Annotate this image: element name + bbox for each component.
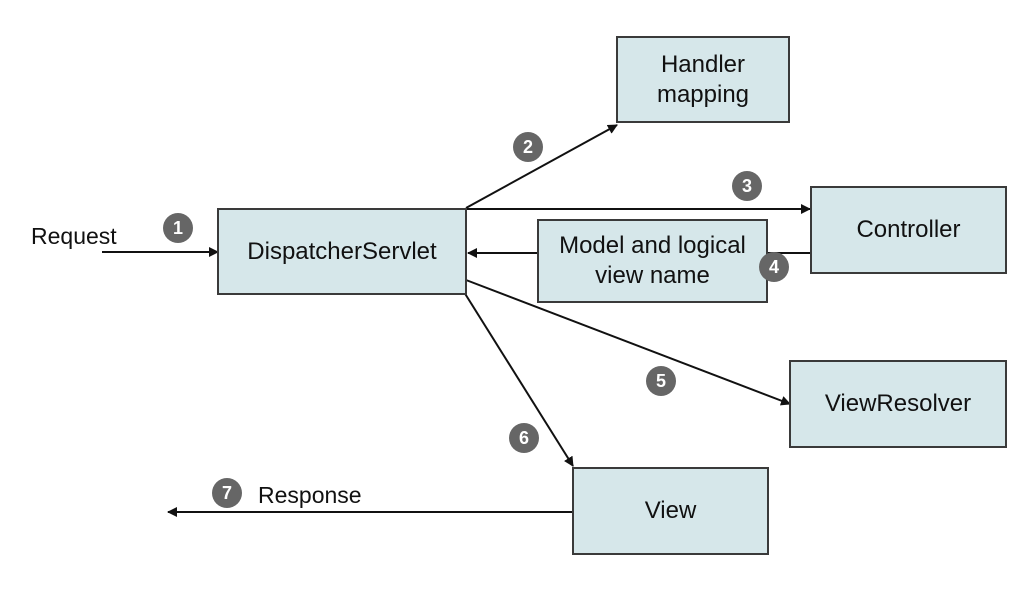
view-label: View bbox=[644, 497, 697, 524]
controller-label: Controller bbox=[856, 216, 961, 243]
step-7-badge: 7 bbox=[212, 478, 242, 508]
step-2-badge: 2 bbox=[513, 132, 543, 162]
view-arrow bbox=[463, 291, 574, 467]
dispatcher-servlet-label: DispatcherServlet bbox=[247, 237, 437, 265]
request-label: Request bbox=[31, 223, 117, 249]
handler-mapping-arrow bbox=[465, 124, 618, 209]
step-3-badge: 3 bbox=[732, 171, 762, 201]
dispatcher-servlet-box: DispatcherServlet bbox=[217, 208, 467, 295]
view-resolver-box: ViewResolver bbox=[789, 360, 1007, 448]
model-and-view-box: Model and logical view name bbox=[537, 219, 768, 303]
view-resolver-label: ViewResolver bbox=[824, 390, 972, 417]
step-4-badge: 4 bbox=[759, 252, 789, 282]
model-and-view-label-line2: view name bbox=[595, 262, 710, 289]
model-and-view-label-line1: Model and logical bbox=[559, 232, 746, 259]
step-5-badge: 5 bbox=[646, 366, 676, 396]
view-box: View bbox=[572, 467, 769, 555]
step-6-badge: 6 bbox=[509, 423, 539, 453]
response-label: Response bbox=[258, 482, 362, 508]
step-1-badge: 1 bbox=[163, 213, 193, 243]
controller-box: Controller bbox=[810, 186, 1007, 274]
view-resolver-arrow bbox=[465, 279, 791, 406]
handler-mapping-label-line1: Handler bbox=[660, 50, 746, 78]
handler-mapping-label-line2: mapping bbox=[656, 80, 750, 108]
handler-mapping-box: Handler mapping bbox=[616, 36, 790, 123]
